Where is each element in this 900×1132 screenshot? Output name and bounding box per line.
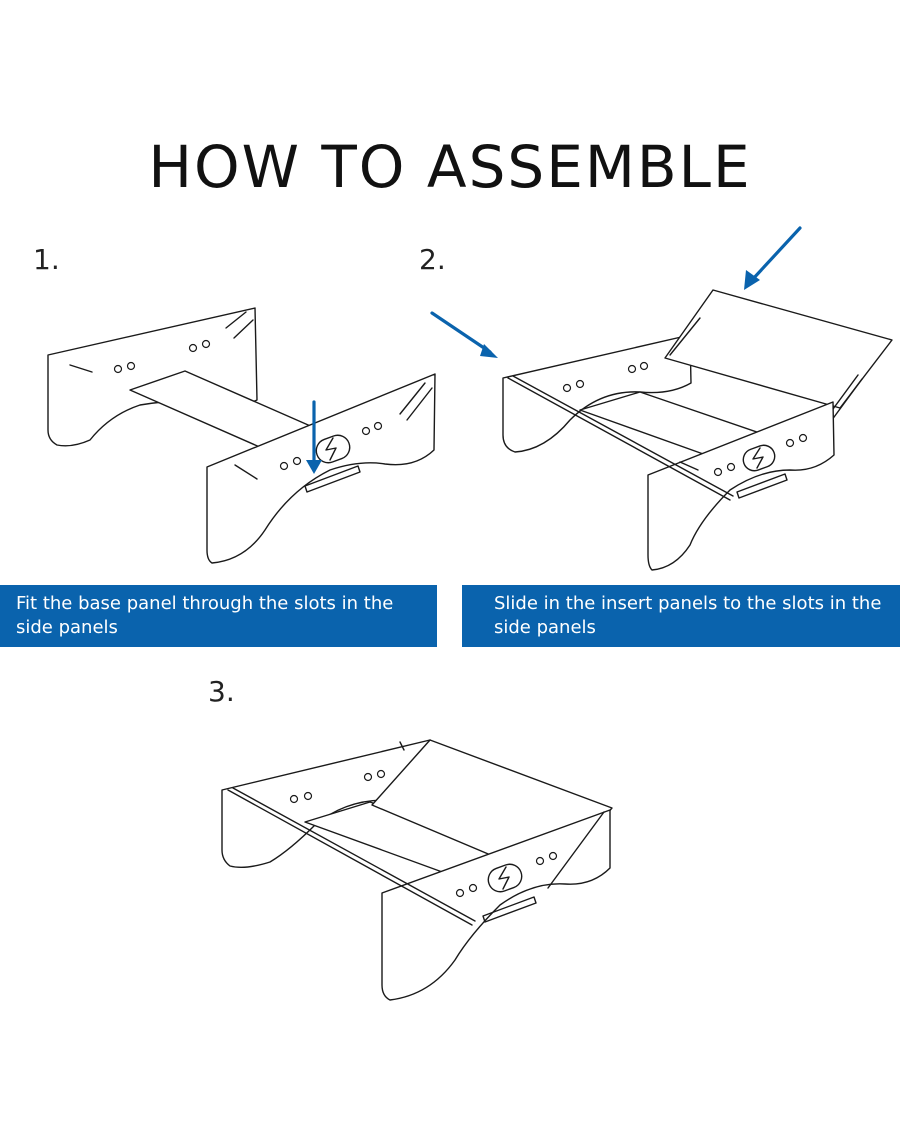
step-1-number: 1. — [33, 243, 60, 276]
logo-emblem-icon — [742, 444, 776, 472]
step-1-caption: Fit the base panel through the slots in … — [0, 585, 437, 647]
logo-emblem-icon — [487, 863, 523, 893]
arrow-diagonal-icon — [430, 311, 498, 358]
step-2-number: 2. — [419, 243, 446, 276]
step-2-caption: Slide in the insert panels to the slots … — [462, 585, 900, 647]
step-3-number: 3. — [208, 675, 235, 708]
page-title: HOW TO ASSEMBLE — [148, 133, 752, 201]
logo-emblem-icon — [315, 434, 351, 464]
arrow-down-icon — [306, 400, 322, 474]
arrow-diagonal-icon — [744, 226, 802, 290]
